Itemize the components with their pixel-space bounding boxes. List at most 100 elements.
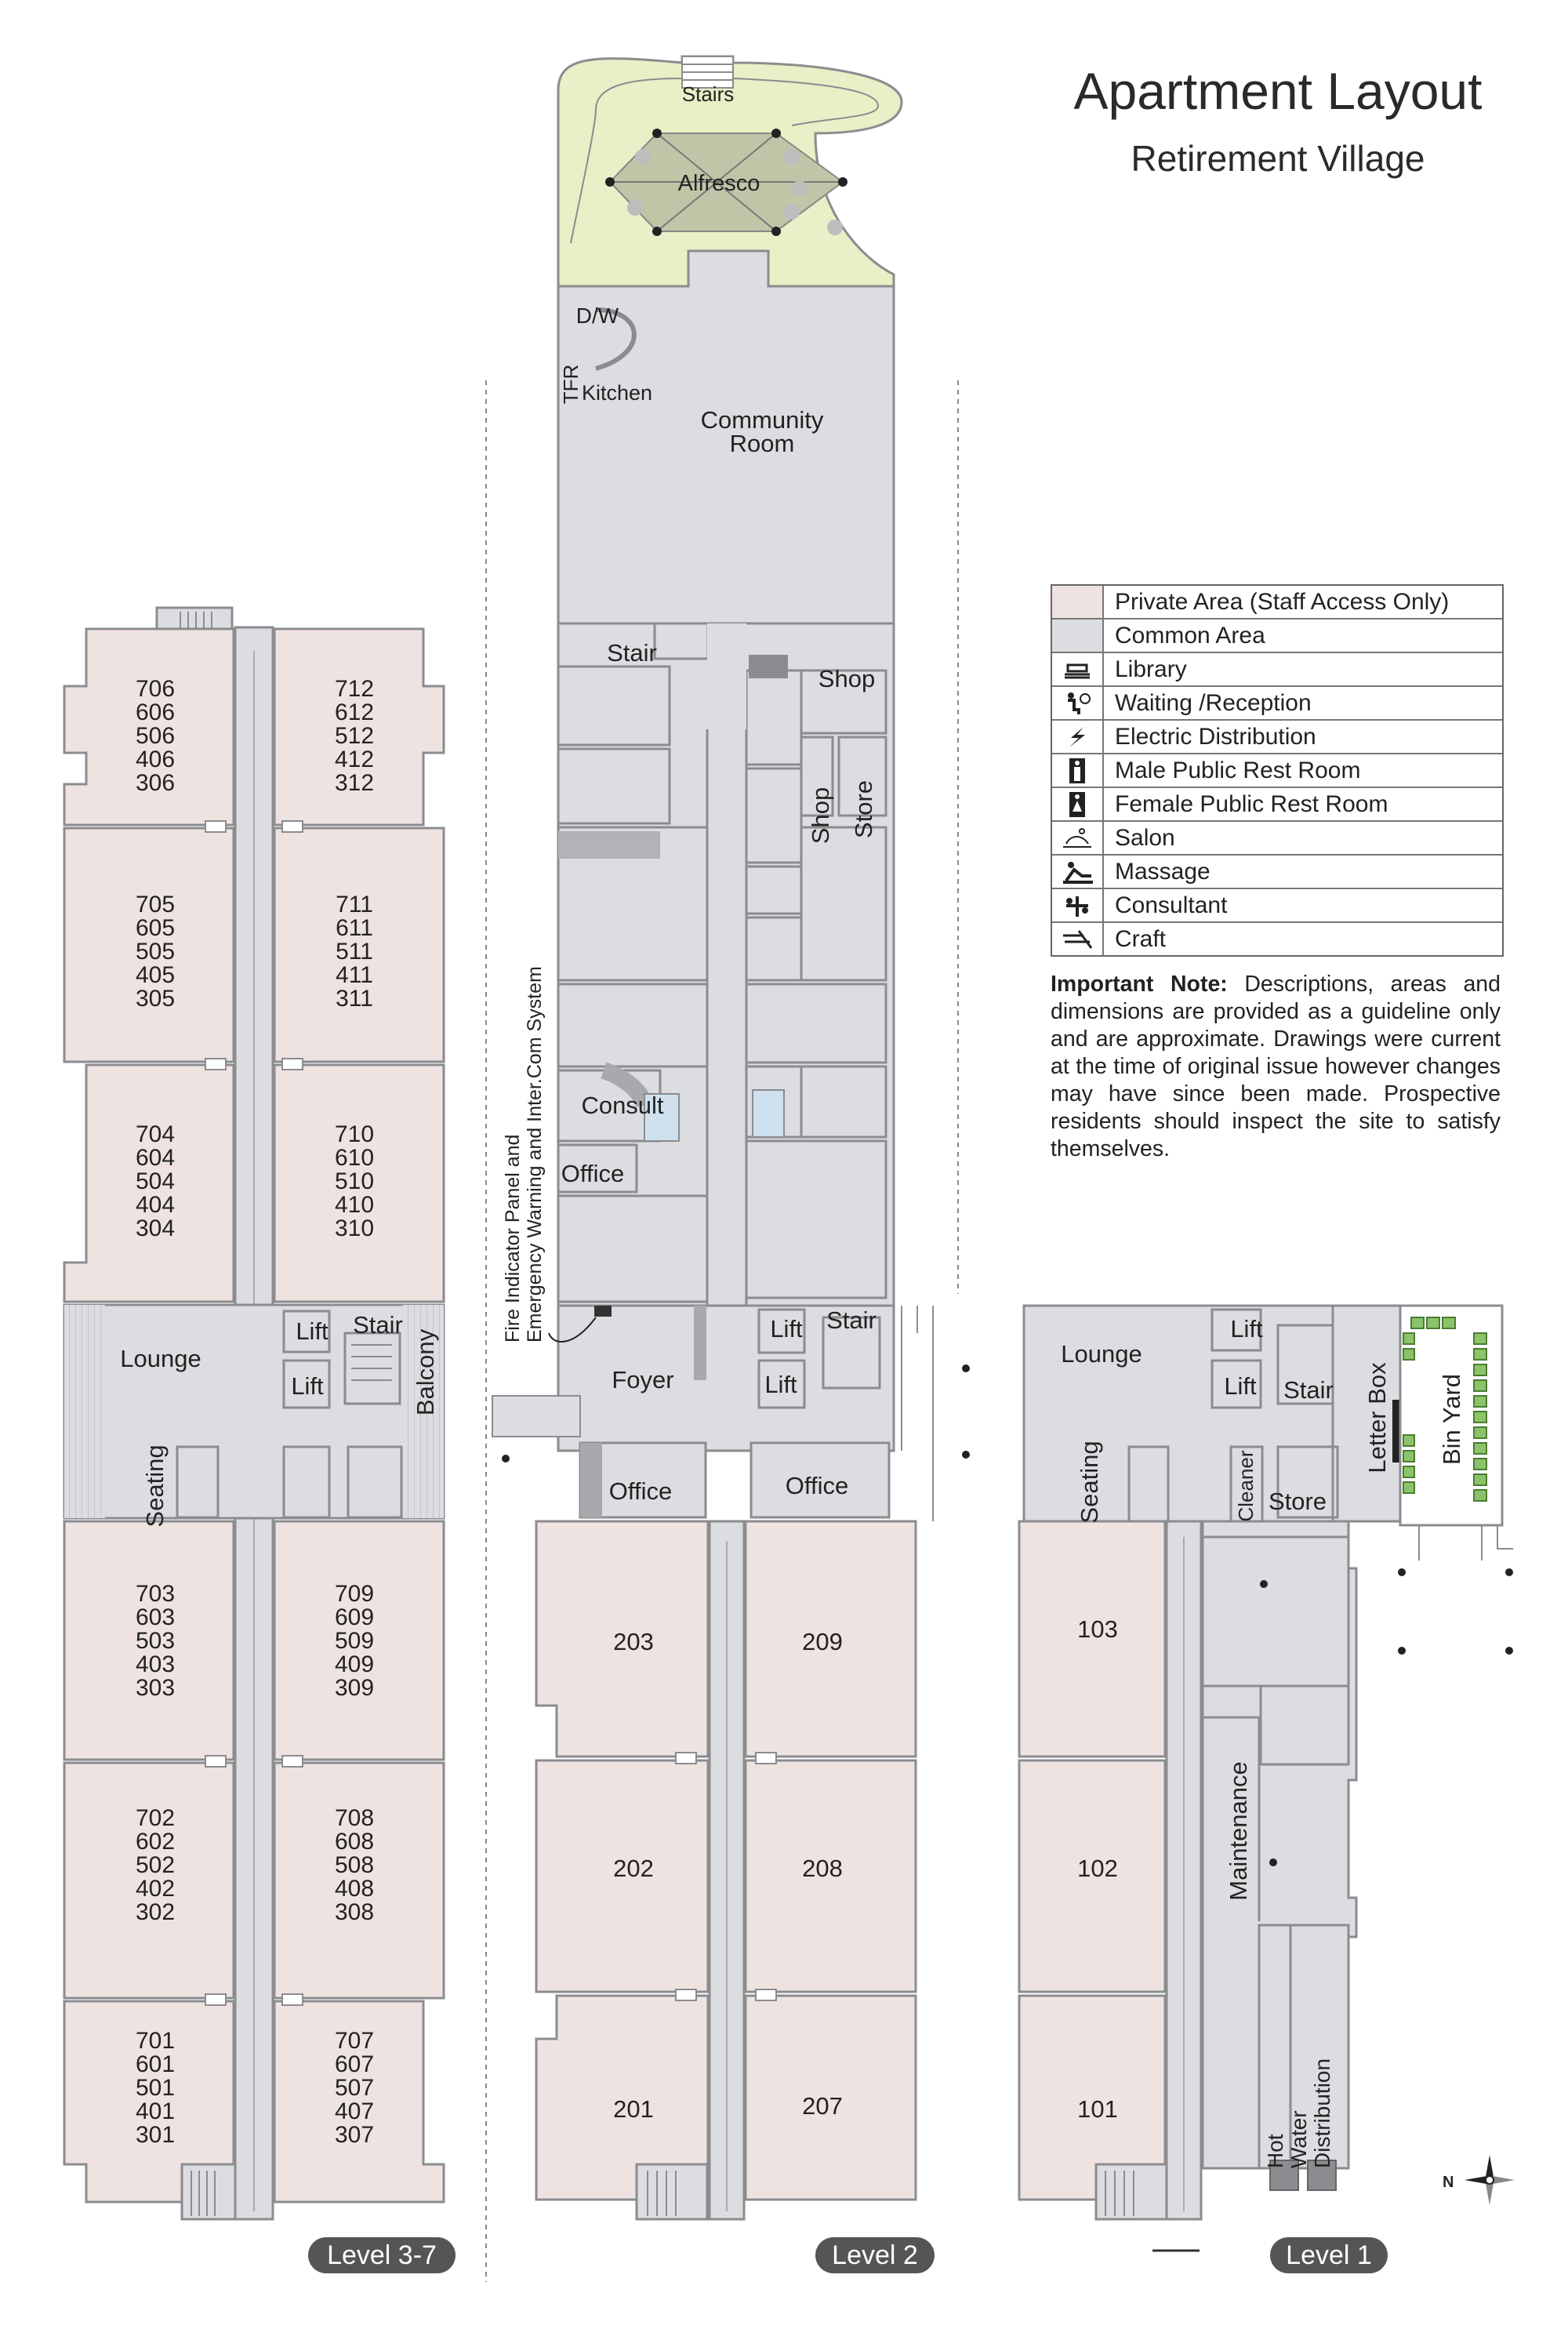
room-bin-yard: Bin Yard (1438, 1374, 1465, 1465)
room-stair: Stair (826, 1306, 877, 1334)
room-office: Office (609, 1477, 672, 1505)
room-foyer: Foyer (612, 1366, 673, 1393)
unit-l1 (63, 627, 235, 827)
unit-number: 201 (613, 2095, 654, 2123)
room-store: Store (850, 780, 877, 838)
reception-icon (1052, 687, 1104, 719)
salon-icon (1052, 822, 1104, 854)
room-consult: Consult (581, 1092, 663, 1119)
room-seating: Seating (141, 1444, 169, 1527)
legend-row-female: Female Public Rest Room (1052, 788, 1502, 822)
legend-row-electric: Electric Distribution (1052, 721, 1502, 754)
note-heading: Important Note: (1051, 972, 1228, 997)
room-lift: Lift (291, 1372, 324, 1400)
level-1-plan (1018, 1304, 1513, 2252)
legend-label: Library (1115, 656, 1187, 682)
legend-label: Craft (1115, 925, 1167, 952)
room-lift: Lift (296, 1317, 328, 1345)
massage-icon (1052, 856, 1104, 888)
room-hot-water: HotWaterDistribution (1263, 2058, 1334, 2168)
unit-number: 102 (1077, 1855, 1118, 1882)
unit-number: 207 (802, 2092, 843, 2120)
legend-label: Private Area (Staff Access Only) (1115, 588, 1450, 615)
room-balcony: Balcony (412, 1328, 439, 1415)
room-maintenance: Maintenance (1225, 1761, 1252, 1901)
level-1-tag: Level 1 (1270, 2237, 1388, 2273)
legend-label: Waiting /Reception (1115, 689, 1312, 716)
legend-label: Massage (1115, 858, 1210, 885)
library-icon (1052, 653, 1104, 685)
room-seating: Seating (1076, 1441, 1103, 1523)
legend-label: Salon (1115, 824, 1175, 851)
legend-row-common: Common Area (1052, 619, 1502, 653)
room-stair: Stair (353, 1311, 403, 1339)
level-2-tag: Level 2 (815, 2237, 935, 2273)
legend-row-male: Male Public Rest Room (1052, 754, 1502, 788)
room-lift: Lift (1230, 1315, 1263, 1343)
unit-number: 103 (1077, 1615, 1118, 1643)
fire-panel-label: Fire Indicator Panel andEmergency Warnin… (502, 966, 546, 1343)
craft-icon (1052, 923, 1104, 955)
room-lift: Lift (764, 1371, 797, 1398)
unit-number: 208 (802, 1855, 843, 1882)
room-lounge: Lounge (1061, 1340, 1142, 1368)
private-area-swatch (1052, 586, 1104, 618)
legend-row-reception: Waiting /Reception (1052, 687, 1502, 721)
consultant-icon (1052, 889, 1104, 921)
room-store: Store (1269, 1488, 1327, 1515)
north-arrow-icon: N (1443, 2155, 1515, 2205)
legend-label: Electric Distribution (1115, 723, 1316, 750)
page-subtitle: Retirement Village (1131, 138, 1425, 179)
legend-row-salon: Salon (1052, 822, 1502, 856)
room-office: Office (786, 1472, 848, 1499)
common-area-swatch (1052, 619, 1104, 652)
room-lift: Lift (1224, 1372, 1257, 1400)
compass-north-label: N (1443, 2174, 1454, 2191)
page-title: Apartment Layout (1073, 62, 1483, 120)
note-body: Descriptions, areas and dimensions are p… (1051, 972, 1501, 1161)
legend: Private Area (Staff Access Only) Common … (1051, 584, 1504, 957)
legend-row-private: Private Area (Staff Access Only) (1052, 586, 1502, 619)
room-letter-box: Letter Box (1363, 1362, 1391, 1473)
female-icon (1052, 788, 1104, 820)
unit-number: 202 (613, 1855, 654, 1882)
unit-number: 101 (1077, 2095, 1118, 2123)
room-stairs: Stairs (682, 82, 734, 106)
room-lift: Lift (770, 1315, 803, 1343)
unit-number: 203 (613, 1628, 654, 1655)
legend-label: Common Area (1115, 622, 1265, 649)
electric-icon (1052, 721, 1104, 753)
room-cleaner: Cleaner (1234, 1450, 1258, 1521)
room-lounge: Lounge (120, 1345, 201, 1372)
legend-label: Consultant (1115, 892, 1228, 918)
legend-row-library: Library (1052, 653, 1502, 687)
level-3-7-tag: Level 3-7 (308, 2237, 456, 2273)
level-3-7-plan (63, 606, 445, 2221)
room-stair: Stair (607, 639, 657, 667)
compass-rose: N (1441, 2149, 1519, 2215)
room-office: Office (561, 1160, 624, 1187)
room-tfr: TFR (559, 365, 583, 405)
room-dw: D/W (576, 303, 619, 328)
legend-label: Male Public Rest Room (1115, 757, 1361, 783)
room-kitchen: Kitchen (582, 381, 652, 405)
important-note: Important Note: Descriptions, areas and … (1051, 971, 1501, 1163)
room-shop-small: Shop (807, 787, 834, 844)
room-stair: Stair (1283, 1376, 1334, 1404)
legend-row-consultant: Consultant (1052, 889, 1502, 923)
male-icon (1052, 754, 1104, 787)
